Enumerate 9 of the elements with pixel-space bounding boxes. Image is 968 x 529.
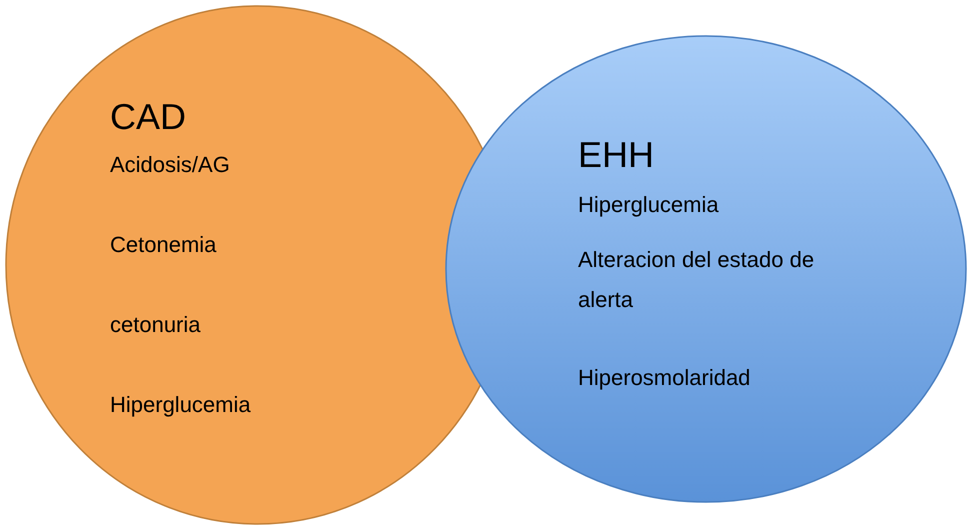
set-item: Alteracion del estado de alerta [578,246,816,314]
set-item: Hiperosmolaridad [578,364,752,392]
set-title: EHH [578,135,656,175]
set-title: CAD [110,97,188,137]
set-item: Acidosis/AG [110,151,231,179]
set-item: Cetonemia [110,231,218,259]
set-item: cetonuria [110,311,202,339]
set-item: Hiperglucemia [578,191,720,219]
set-item: Hiperglucemia [110,391,252,419]
